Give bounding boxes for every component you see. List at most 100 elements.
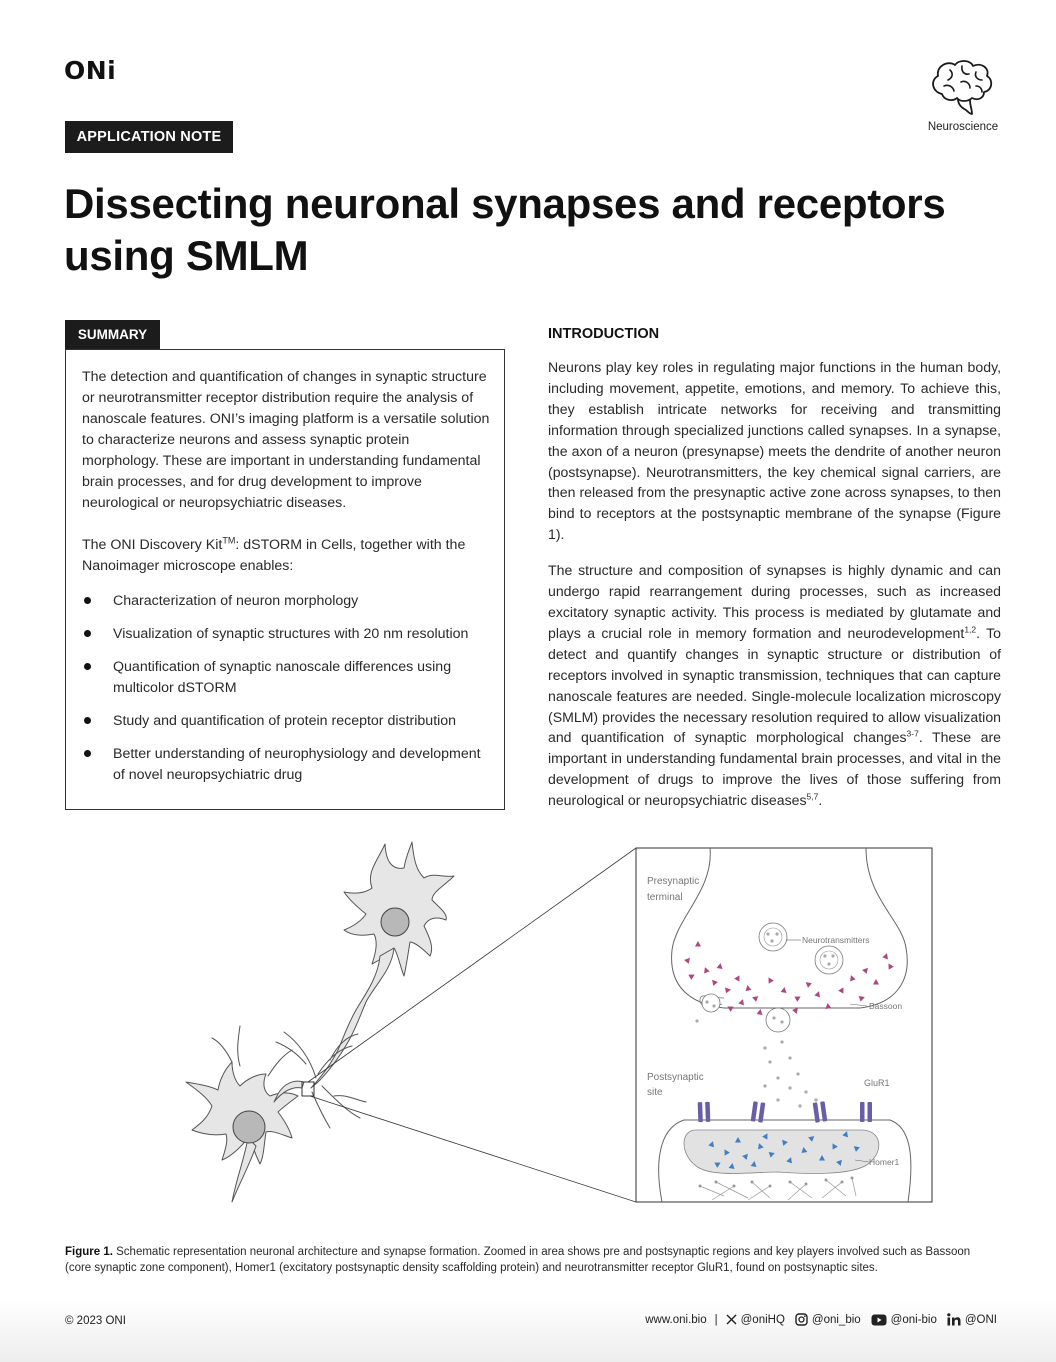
bassoon-mark — [780, 987, 787, 993]
label-glur1: GluR1 — [864, 1078, 890, 1088]
neurotransmitter-dot — [772, 1016, 776, 1020]
glur1-receptor — [697, 1101, 711, 1123]
cytoskeleton-line — [715, 1181, 749, 1199]
list-item: Visualization of synaptic structures wit… — [82, 624, 490, 645]
bassoon-mark — [794, 996, 801, 1002]
cytoskeleton-line — [711, 1185, 735, 1201]
label-homer1: Homer1 — [869, 1157, 900, 1167]
youtube-link[interactable]: @oni-bio — [890, 1313, 937, 1326]
homer1-mark — [728, 1163, 735, 1169]
glur1-receptor — [750, 1101, 766, 1123]
homer1-mark — [758, 1143, 764, 1150]
neurotransmitter-dot — [827, 962, 831, 966]
homer1-mark — [762, 1133, 768, 1140]
summary-kit-intro: The ONI Discovery KitTM: dSTORM in Cells… — [82, 535, 466, 574]
homer1-mark — [808, 1136, 815, 1142]
neurotransmitter-dot — [770, 939, 774, 943]
neuron-illustration — [185, 841, 455, 1203]
homer1-mark — [714, 1162, 721, 1168]
neuron-nucleus — [380, 907, 410, 937]
bullet-dot — [84, 597, 91, 604]
homer1-mark — [782, 1139, 788, 1146]
glur1-receptors — [697, 1101, 872, 1123]
label-postsynaptic: Postsynaptic — [647, 1072, 704, 1083]
glur1-subunit — [867, 1102, 872, 1122]
cytoskeleton-lines — [698, 1176, 857, 1201]
neurotransmitter-dot — [776, 1076, 780, 1080]
footer-links: www.oni.bio | @oniHQ @oni_bio @oni-bio @… — [645, 1313, 997, 1326]
neurotransmitter-dot — [780, 1020, 784, 1024]
neuron-dendrites — [211, 1025, 367, 1129]
cytoskeleton-line — [751, 1181, 771, 1199]
homer1-mark — [742, 1153, 748, 1160]
glur1-subunit — [758, 1102, 766, 1123]
neurotransmitter-dot — [788, 1086, 792, 1090]
summary-paragraph: The detection and quantification of chan… — [82, 369, 490, 511]
neurotransmitter-dot — [712, 1004, 716, 1008]
neurotransmitter-dot — [766, 932, 770, 936]
glur1-subunit — [697, 1102, 703, 1123]
neurotransmitter-dot — [831, 954, 835, 958]
linkedin-icon — [947, 1313, 961, 1326]
application-note-tag: APPLICATION NOTE — [65, 121, 233, 153]
website-link[interactable]: www.oni.bio — [645, 1313, 707, 1326]
bassoon-mark — [727, 1006, 734, 1012]
category-label: Neuroscience — [927, 121, 999, 133]
bassoon-mark — [688, 974, 695, 980]
bullet-dot — [84, 750, 91, 757]
neurotransmitter-dot — [768, 1060, 772, 1064]
bassoon-mark — [882, 953, 888, 960]
neurotransmitter-dot — [776, 1098, 780, 1102]
x-handle-link[interactable]: @oniHQ — [740, 1313, 785, 1326]
neurotransmitter-dot — [763, 1084, 767, 1088]
homer1-mark — [836, 1159, 842, 1166]
linkedin-link[interactable]: @ONI — [964, 1313, 997, 1326]
neurotransmitter-dot — [804, 1090, 808, 1094]
youtube-icon — [871, 1314, 887, 1326]
bassoon-mark — [752, 996, 759, 1002]
bassoon-mark — [738, 999, 744, 1006]
bassoon-mark — [825, 1003, 832, 1009]
homer1-mark — [708, 1141, 714, 1148]
neurotransmitter-dot — [823, 954, 827, 958]
cytoskeleton-node — [850, 1176, 854, 1180]
cytoskeleton-node — [732, 1184, 736, 1188]
bassoon-mark — [745, 985, 752, 991]
neurotransmitter-dot — [788, 1056, 792, 1060]
neurotransmitter-dot — [775, 932, 779, 936]
homer1-mark — [724, 1149, 730, 1156]
list-item: Quantification of synaptic nanoscale dif… — [82, 657, 490, 699]
zoom-line — [309, 1095, 637, 1203]
glur1-subunit — [750, 1101, 758, 1122]
glur1-receptor — [812, 1101, 828, 1123]
bassoon-mark — [850, 975, 856, 982]
bullet-dot — [84, 717, 91, 724]
instagram-icon — [795, 1313, 808, 1326]
homer1-mark — [853, 1146, 860, 1152]
brain-icon — [932, 60, 993, 115]
separator: | — [714, 1313, 718, 1326]
x-icon — [726, 1314, 737, 1325]
bassoon-mark — [858, 996, 865, 1002]
neurotransmitter-dot — [798, 1104, 802, 1108]
bassoon-mark — [838, 987, 844, 994]
cytoskeleton-node — [750, 1180, 754, 1184]
cytoskeleton-line — [747, 1185, 771, 1201]
glur1-receptor — [860, 1102, 872, 1122]
glur1-subunit — [812, 1102, 820, 1123]
instagram-link[interactable]: @oni_bio — [811, 1313, 861, 1326]
cytoskeleton-node — [788, 1180, 792, 1184]
bassoon-mark — [716, 963, 723, 969]
label-bassoon: Bassoon — [869, 1001, 902, 1011]
figure-caption: Figure 1. Schematic representation neuro… — [65, 1246, 971, 1274]
summary-tag: SUMMARY — [65, 320, 160, 349]
zoom-line — [307, 847, 637, 1083]
homer1-mark — [842, 1131, 848, 1138]
postsynaptic-membrane — [658, 1119, 912, 1203]
glur1-subunit — [705, 1101, 711, 1122]
fusing-vesicle — [765, 1007, 791, 1033]
cytoskeleton-node — [840, 1180, 844, 1184]
bassoon-mark — [704, 967, 710, 974]
cytoskeleton-line — [699, 1185, 725, 1197]
summary-bullet-list: Characterization of neuron morphology Vi… — [82, 591, 490, 786]
